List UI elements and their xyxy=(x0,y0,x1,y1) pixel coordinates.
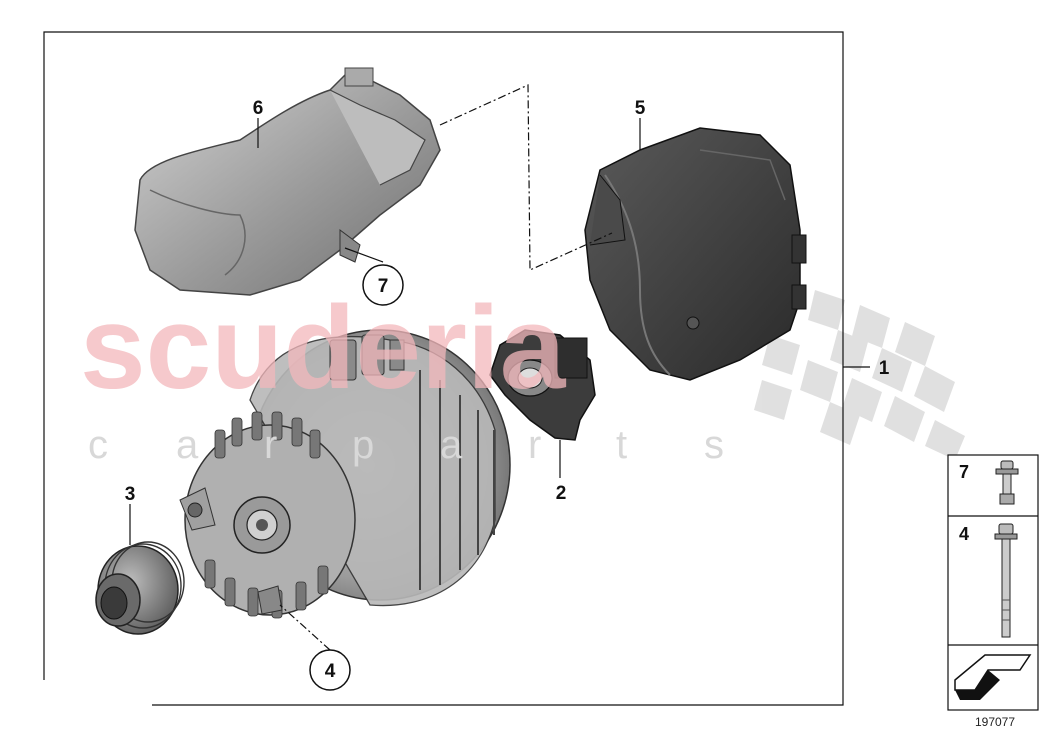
callout-1: 1 xyxy=(879,358,890,379)
callout-5: 5 xyxy=(635,98,646,119)
legend-number-7: 7 xyxy=(959,462,969,482)
legend-number-4: 4 xyxy=(959,524,969,544)
watermark-letter: r xyxy=(528,423,541,467)
watermark-brand: scuderia xyxy=(80,282,567,414)
watermark-letter: p xyxy=(352,423,374,467)
watermark-flag xyxy=(754,290,965,460)
watermark-letter: s xyxy=(704,423,724,467)
watermark-letter: t xyxy=(616,423,627,467)
air-duct-part xyxy=(134,67,441,296)
document-number: 197077 xyxy=(975,715,1015,729)
watermark-letter: r xyxy=(264,423,277,467)
alternator-part xyxy=(179,329,511,619)
watermark-letter: a xyxy=(440,423,463,467)
callout-2: 2 xyxy=(556,483,567,504)
diagram-frame xyxy=(43,31,844,706)
callout-3: 3 xyxy=(125,484,136,505)
watermark-letter: c xyxy=(88,423,108,467)
leader-lines xyxy=(129,118,870,651)
callout-7-circle: 7 xyxy=(362,264,404,306)
regulator-part xyxy=(489,329,596,441)
short-bolt-icon xyxy=(995,460,1019,505)
assembly-line-duct-cover xyxy=(439,84,613,271)
watermark-letter: a xyxy=(176,423,199,467)
callout-4-circle: 4 xyxy=(309,649,351,691)
long-bolt-icon xyxy=(994,523,1018,638)
callout-6: 6 xyxy=(253,98,264,119)
callout-4: 4 xyxy=(325,661,336,682)
fastener-legend: 7 4 xyxy=(947,454,1039,711)
pulley-part xyxy=(95,541,185,635)
direction-arrow-icon xyxy=(954,654,1032,700)
cover-part xyxy=(584,127,807,381)
callout-7: 7 xyxy=(378,276,389,297)
